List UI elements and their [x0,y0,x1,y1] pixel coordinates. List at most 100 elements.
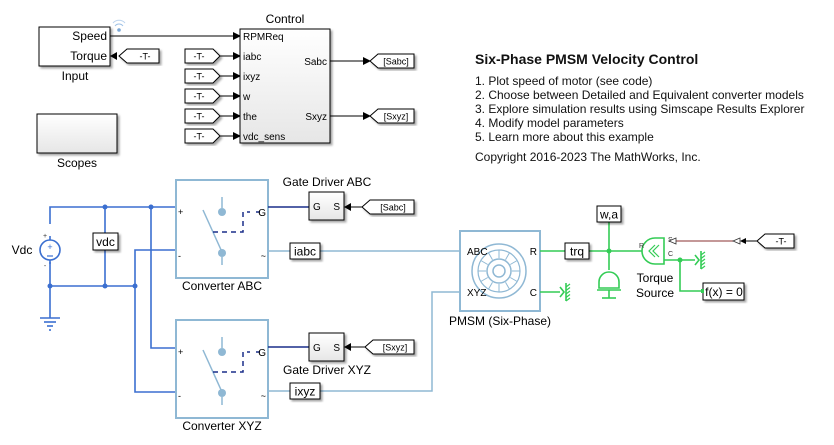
from-tag-control-the[interactable]: -T- [184,108,221,124]
mechanical-reference-icon [694,251,706,270]
svg-text:vdc: vdc [96,235,115,249]
torque-chevrons-icon [648,244,660,258]
step-modify-parameters-link[interactable]: 4. Modify model parameters [475,116,624,130]
gate-driver-xyz-label: Gate Driver XYZ [283,363,371,377]
control-block[interactable]: RPMReq iabc ixyz w the vdc_sens Sabc Sxy… [239,28,331,144]
svg-text:R: R [530,247,537,258]
svg-text:[Sabc]: [Sabc] [380,203,406,213]
svg-text:trq: trq [570,245,584,259]
svg-text:G: G [313,202,321,213]
svg-text:XYZ: XYZ [467,288,486,299]
inertia-icon[interactable] [597,271,621,299]
from-sxyz[interactable]: [Sxyz] [364,339,415,355]
svg-text:-T-: -T- [194,72,205,82]
svg-text:-: - [178,251,181,261]
wa-motion-sensor-tag[interactable]: w,a [596,205,622,223]
gate-abc-input-arrow [344,203,351,211]
from-tag-control-ixyz[interactable]: -T- [184,68,221,84]
control-in-rpmreq: RPMReq [243,32,284,43]
ps-input-arrow-icon [667,237,677,245]
from-sabc[interactable]: [Sabc] [361,199,415,215]
dc-voltage-source[interactable]: + + - [39,233,61,270]
scopes-block-label: Scopes [57,156,97,170]
input-block-label: Input [62,69,89,83]
control-out-sabc: Sabc [304,57,327,68]
input-block[interactable]: Speed Torque [38,26,111,67]
model-title: Six-Phase PMSM Velocity Control [475,51,699,67]
svg-text:-T-: -T- [194,52,205,62]
switch-icon [202,197,260,265]
svg-text:S: S [333,202,340,213]
svg-text:-T-: -T- [140,52,151,62]
scopes-block[interactable] [36,113,118,154]
from-tag-torque-input[interactable]: -T- [118,48,160,64]
goto-sabc[interactable]: [Sabc] [369,53,415,69]
svg-text:C: C [668,251,673,258]
pmsm-six-phase-block[interactable]: ABC XYZ R C [459,230,541,312]
converter-abc-label: Converter ABC [182,279,262,293]
gate-driver-abc-block[interactable]: G S [308,191,345,221]
control-in-ixyz: ixyz [243,72,260,83]
gate-driver-abc-label: Gate Driver ABC [283,175,372,189]
vdc-source-label: Vdc [12,243,33,257]
svg-text:G: G [258,208,266,219]
solver-port-icon [701,289,704,293]
svg-text:G: G [258,348,266,359]
copyright-text: Copyright 2016-2023 The MathWorks, Inc. [475,150,701,164]
svg-text:ABC: ABC [467,247,488,258]
junction-dots [47,204,154,289]
svg-text:-T-: -T- [776,237,787,247]
torque-input-arrow [110,52,117,60]
pmsm-label: PMSM (Six-Phase) [449,314,551,328]
step-plot-speed-link[interactable]: 1. Plot speed of motor (see code) [475,74,653,88]
from-tag-control-w[interactable]: -T- [184,88,221,104]
step-explore-results-link[interactable]: 3. Explore simulation results using Sims… [475,102,805,116]
svg-text:+: + [178,347,183,357]
svg-text:ixyz: ixyz [295,385,316,399]
solver-configuration-block[interactable]: f(x) = 0 [702,282,745,301]
svg-text:S: S [333,343,340,354]
svg-text:f(x) = 0: f(x) = 0 [705,285,743,299]
vdc-plus-sign-icon: + [47,242,52,252]
svg-text:iabc: iabc [294,245,316,259]
svg-text:~: ~ [261,391,266,401]
svg-text:-: - [178,391,181,401]
ixyz-current-sensor-tag[interactable]: ixyz [289,382,321,400]
step-learn-more-link[interactable]: 5. Learn more about this example [475,130,654,144]
converter-xyz-block[interactable]: + - G ~ [175,319,269,419]
svg-text:-T-: -T- [194,132,205,142]
torque-source-label-line1: Torque [637,271,674,285]
from-tag-torque-source[interactable]: -T- [756,233,795,249]
trq-torque-sensor-tag[interactable]: trq [564,242,590,260]
svg-text:-T-: -T- [194,92,205,102]
step-choose-converter-link[interactable]: 2. Choose between Detailed and Equivalen… [475,88,804,102]
from-tag-control-vdc_sens[interactable]: -T- [184,128,221,144]
xyz-phase-wire[interactable] [268,291,464,392]
input-port-speed: Speed [72,29,107,43]
converter-abc-block[interactable]: +-G~ [175,179,269,279]
input-port-torque: Torque [70,49,107,63]
control-in-vdc-sens: vdc_sens [243,132,285,143]
simulink-ps-converter[interactable] [731,237,746,245]
svg-text:G: G [313,343,321,354]
svg-text:~: ~ [261,251,266,261]
from-tag-control-iabc[interactable]: -T- [184,48,221,64]
torque-source-label-line2: Source [636,286,674,300]
converter-xyz-label: Converter XYZ [182,419,261,433]
vdc-voltage-sensor-tag[interactable]: vdc [92,232,119,251]
model-annotation: Six-Phase PMSM Velocity Control 1. Plot … [475,52,804,164]
gate-driver-xyz-block[interactable]: G S [308,332,345,362]
dc-bus-wires[interactable] [49,206,176,393]
svg-text:w,a: w,a [599,208,618,222]
mechanical-wires[interactable] [540,222,703,293]
svg-text:[Sxyz]: [Sxyz] [384,112,409,122]
control-in-the: the [243,112,257,123]
svg-text:C: C [530,288,537,299]
mechanical-junction-dots [606,248,683,263]
svg-text:R: R [639,243,644,250]
svg-text:+: + [43,233,47,240]
svg-text:-T-: -T- [194,112,205,122]
goto-sxyz[interactable]: [Sxyz] [369,108,415,124]
iabc-current-sensor-tag[interactable]: iabc [289,242,321,260]
electrical-ground-icon [40,317,60,331]
